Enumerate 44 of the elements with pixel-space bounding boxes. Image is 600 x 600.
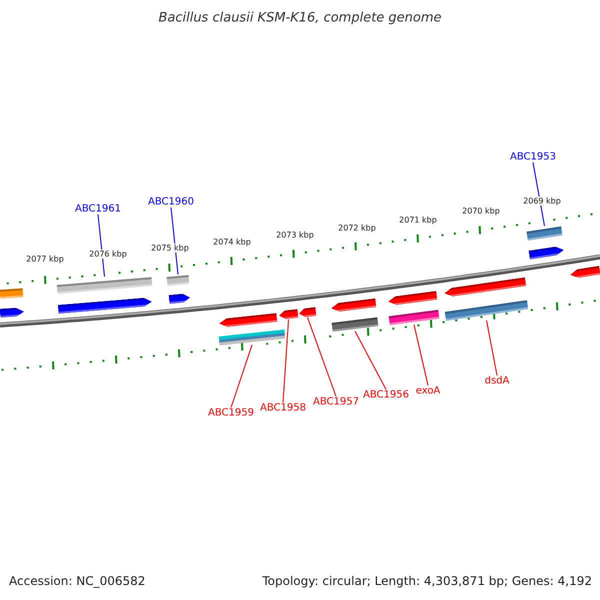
gene-label: dsdA bbox=[484, 376, 510, 386]
scale-label: 2073 kbp bbox=[275, 230, 315, 240]
gene-bar bbox=[166, 274, 190, 286]
gene-bar bbox=[168, 292, 190, 304]
gene-bar bbox=[0, 288, 24, 298]
gene-bar bbox=[526, 226, 562, 240]
gene-label: exoA bbox=[416, 386, 440, 396]
leader-line bbox=[307, 316, 336, 397]
gene-bar bbox=[298, 306, 316, 318]
scale-label: 2071 kbp bbox=[398, 216, 438, 224]
leader-line bbox=[98, 214, 105, 278]
scale-label: 2076 kbp bbox=[88, 250, 128, 258]
gene-bar bbox=[278, 308, 298, 320]
title: Bacillus clausii KSM-K16, complete genome bbox=[158, 10, 442, 26]
gene-bar bbox=[388, 290, 438, 306]
gene-label: ABC1957 bbox=[313, 396, 359, 408]
scale-label: 2074 kbp bbox=[212, 238, 252, 246]
leader-line bbox=[532, 162, 545, 226]
gene-label: ABC1959 bbox=[208, 408, 254, 418]
gene-label: ABC1960 bbox=[148, 196, 194, 208]
gene-bar bbox=[569, 265, 600, 279]
leader-line bbox=[414, 324, 428, 386]
gene-bar bbox=[388, 309, 440, 325]
leader-line bbox=[486, 320, 498, 376]
leader-line bbox=[354, 330, 386, 390]
gene-label: ABC1956 bbox=[363, 390, 409, 400]
leader-line bbox=[170, 207, 178, 275]
gene-bar bbox=[330, 298, 376, 312]
scale-label: 2072 kbp bbox=[337, 224, 377, 232]
gene-label: ABC1958 bbox=[260, 402, 306, 414]
gene-bar bbox=[332, 316, 378, 332]
footer-text: Topology: circular; Length: 4,303,871 bp; Genes: 4,192 bbox=[262, 574, 592, 588]
scale-label: 2075 kbp bbox=[150, 244, 190, 252]
gene-bar bbox=[0, 306, 24, 318]
leader-line bbox=[282, 319, 289, 403]
scale-label: 2070 kbp bbox=[461, 206, 501, 216]
gene-label: ABC1961 bbox=[75, 204, 121, 214]
gene-bar bbox=[218, 312, 278, 328]
leader-line bbox=[230, 344, 252, 408]
scale-label: 2069 kbp bbox=[522, 196, 562, 206]
gene-bar bbox=[218, 329, 286, 345]
footer-text: Accession: NC_006582 bbox=[9, 574, 146, 588]
scale-label: 2077 kbp bbox=[25, 254, 65, 264]
gene-label: ABC1953 bbox=[510, 152, 556, 162]
